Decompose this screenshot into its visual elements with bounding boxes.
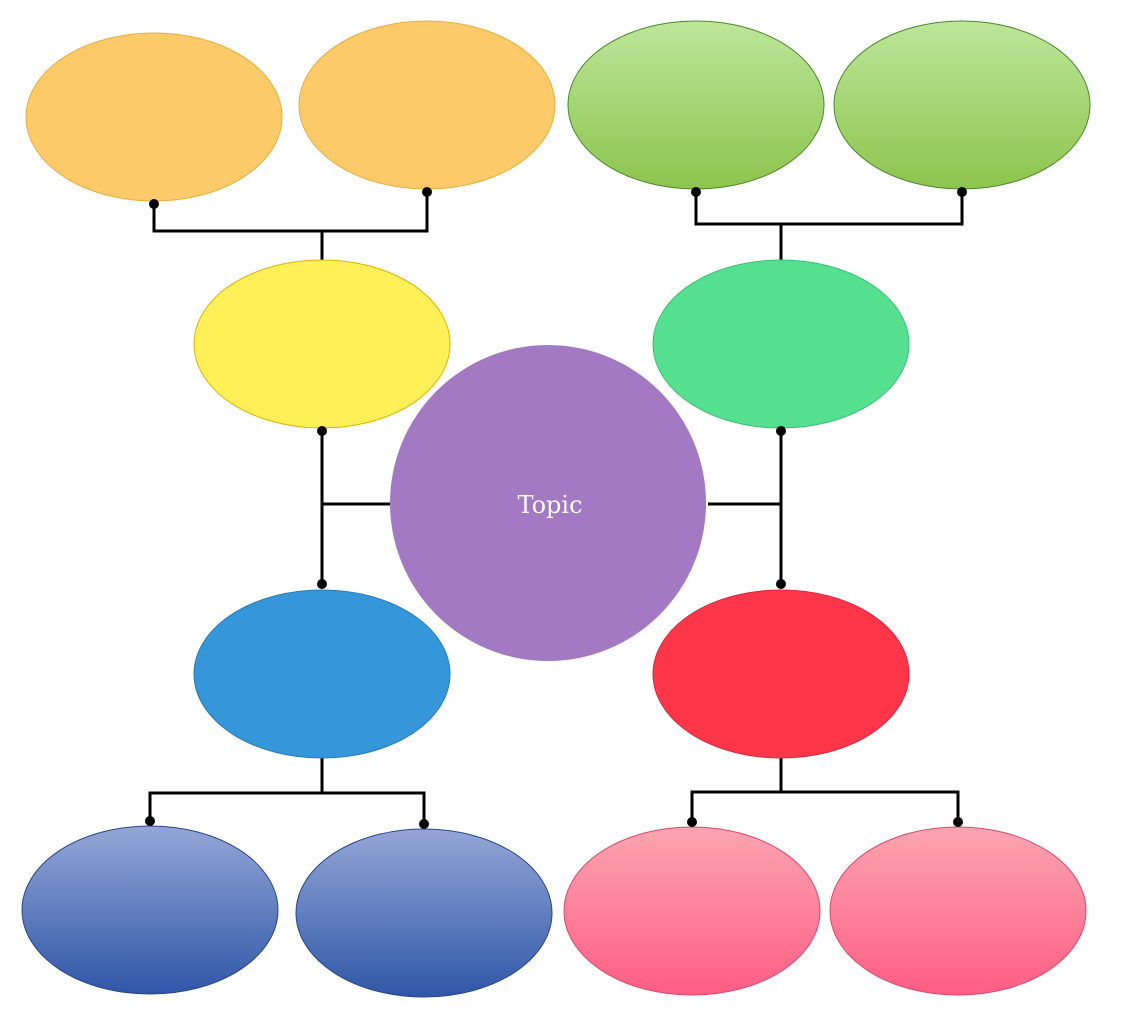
- connector-dot: [687, 817, 697, 827]
- node-top-right-child-1[interactable]: [567, 20, 825, 190]
- connector-top-left-children: [152, 192, 429, 233]
- connector-dot: [776, 579, 786, 589]
- node-top-left-child-2[interactable]: [298, 20, 556, 190]
- connector-dot: [419, 819, 429, 829]
- node-branch-bottom-left[interactable]: [193, 589, 451, 759]
- connector-dots: [145, 187, 967, 829]
- connector-dot: [317, 579, 327, 589]
- node-bottom-left-child-1[interactable]: [21, 825, 279, 995]
- connector-dot: [149, 199, 159, 209]
- connector-dot: [145, 816, 155, 826]
- connector-top-right-children: [694, 192, 964, 226]
- connector-dot: [953, 817, 963, 827]
- node-branch-top-right[interactable]: [652, 259, 910, 429]
- connector-dot: [691, 187, 701, 197]
- node-top-left-child-1[interactable]: [25, 32, 283, 202]
- node-bottom-right-child-1[interactable]: [563, 826, 821, 996]
- connector-dot: [317, 426, 327, 436]
- connector-bottom-left-children: [148, 791, 426, 824]
- topic-node[interactable]: Topic: [390, 345, 706, 661]
- connector-dot: [776, 426, 786, 436]
- node-branch-bottom-right[interactable]: [652, 589, 910, 759]
- connector-dot: [957, 187, 967, 197]
- connector-bottom-right-children: [690, 790, 960, 822]
- node-branch-top-left[interactable]: [193, 259, 451, 429]
- node-bottom-right-child-2[interactable]: [829, 826, 1087, 996]
- topic-label: Topic: [517, 491, 582, 519]
- connectors: [148, 192, 964, 824]
- connector-dot: [422, 187, 432, 197]
- node-bottom-left-child-2[interactable]: [295, 828, 553, 998]
- node-top-right-child-2[interactable]: [833, 20, 1091, 190]
